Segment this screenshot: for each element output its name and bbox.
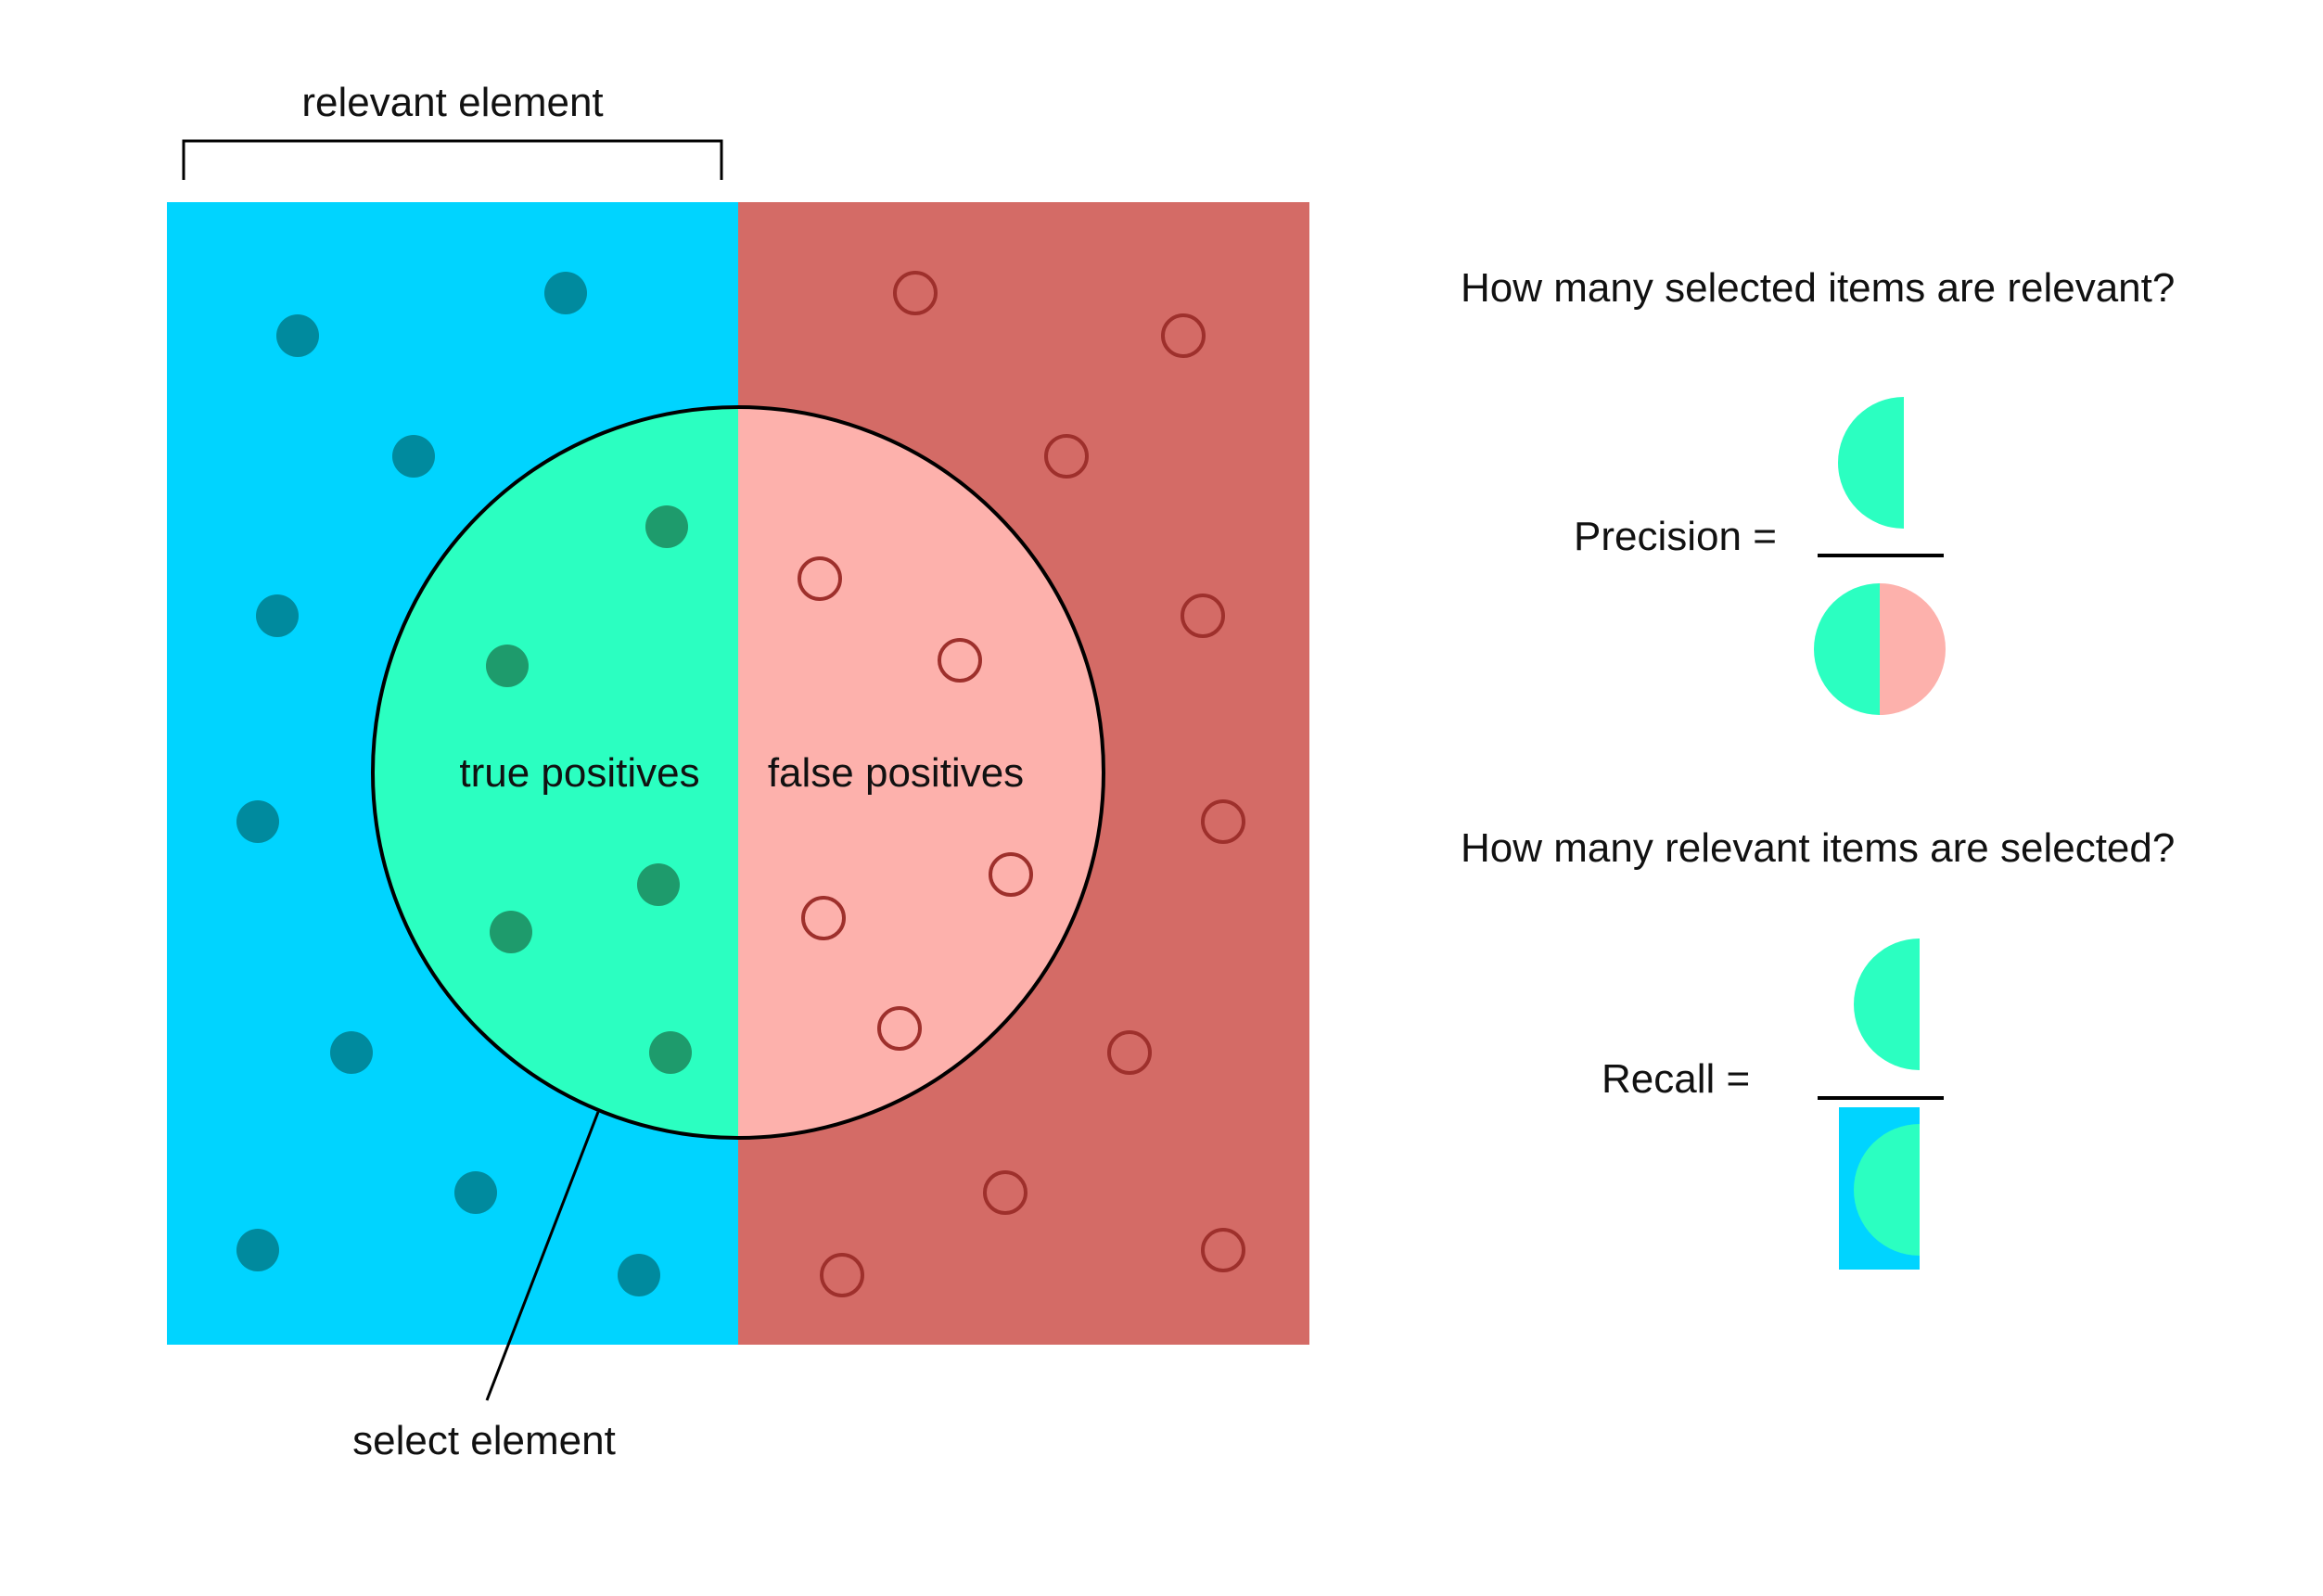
item-dots bbox=[236, 271, 1245, 1297]
false-positives-label: false positives bbox=[768, 750, 1024, 796]
true-negative-dot bbox=[1044, 434, 1089, 479]
select-element-label: select element bbox=[352, 1418, 616, 1463]
select-element-circle bbox=[371, 405, 1105, 1140]
false-negative-dot bbox=[454, 1171, 497, 1214]
false-negative-dot bbox=[392, 435, 435, 478]
true-negative-dot bbox=[983, 1170, 1027, 1215]
false-negative-dot bbox=[256, 594, 299, 637]
precision-denominator-tp-half bbox=[1814, 583, 1880, 715]
false-positive-dot bbox=[877, 1006, 922, 1051]
true-negative-dot bbox=[1107, 1030, 1152, 1075]
recall-question: How many relevant items are selected? bbox=[1461, 825, 2175, 871]
false-negative-dot bbox=[544, 272, 587, 314]
select-element-pointer bbox=[485, 1111, 600, 1401]
precision-label: Precision = bbox=[1574, 514, 1777, 559]
true-positive-dot bbox=[490, 911, 532, 953]
true-positive-dot bbox=[637, 863, 680, 906]
true-negative-dot bbox=[1201, 799, 1245, 844]
false-positive-dot bbox=[938, 638, 982, 683]
false-positive-dot bbox=[798, 556, 842, 601]
false-negative-dot bbox=[236, 800, 279, 843]
relevant-element-label: relevant element bbox=[301, 80, 603, 125]
true-negative-dot bbox=[893, 271, 938, 315]
false-negative-dot bbox=[618, 1254, 660, 1296]
false-positive-dot bbox=[989, 852, 1033, 897]
true-positive-half bbox=[373, 407, 738, 1138]
precision-numerator-icon bbox=[1838, 397, 1904, 529]
false-negative-dot bbox=[236, 1229, 279, 1271]
false-positive-half bbox=[738, 407, 1104, 1138]
false-positive-dot bbox=[801, 896, 846, 940]
recall-denominator-tp-half bbox=[1854, 1124, 1920, 1256]
recall-numerator-icon bbox=[1854, 938, 1920, 1070]
true-negative-dot bbox=[1201, 1228, 1245, 1272]
true-negative-dot bbox=[1161, 313, 1206, 358]
true-negative-dot bbox=[820, 1253, 864, 1297]
precision-question: How many selected items are relevant? bbox=[1461, 265, 2175, 311]
recall-label: Recall = bbox=[1602, 1056, 1750, 1102]
precision-denominator-fp-half bbox=[1880, 583, 1946, 715]
true-positive-dot bbox=[649, 1031, 692, 1074]
true-negative-dot bbox=[1181, 594, 1225, 638]
true-positive-dot bbox=[486, 645, 529, 687]
relevant-element-bracket bbox=[182, 139, 723, 180]
true-positive-dot bbox=[645, 505, 688, 548]
true-positives-label: true positives bbox=[459, 750, 699, 796]
false-negative-dot bbox=[330, 1031, 373, 1074]
false-negative-dot bbox=[276, 314, 319, 357]
